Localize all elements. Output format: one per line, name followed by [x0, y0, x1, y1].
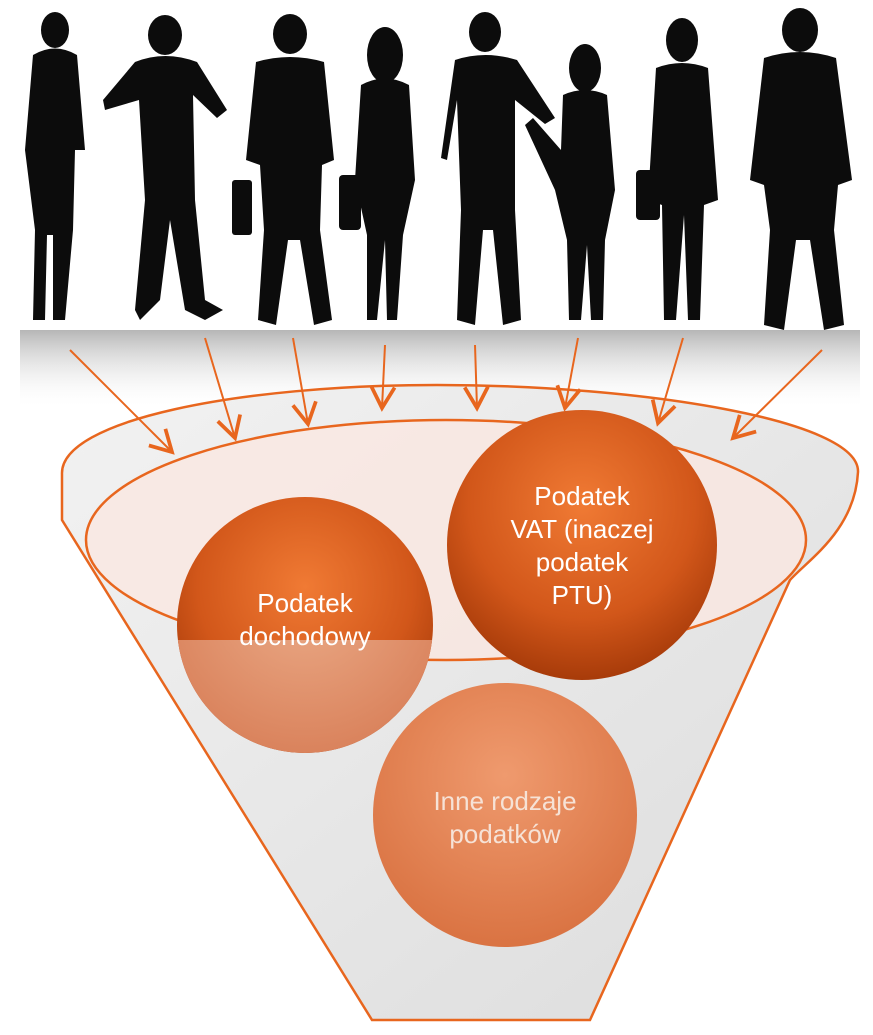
arrow-down-icon	[69, 349, 175, 455]
arrow-down-icon	[730, 349, 823, 441]
vat-line2: VAT (inaczej	[510, 514, 653, 544]
arrow-down-icon	[291, 337, 318, 428]
bubble-other-taxes: Inne rodzaje podatków	[373, 683, 637, 947]
vat-line1: Podatek	[534, 481, 630, 511]
arrow-down-icon	[204, 337, 242, 442]
arrow-down-icon	[650, 337, 684, 427]
arrow-down-icon	[369, 344, 397, 412]
other-line1: Inne rodzaje	[433, 786, 576, 816]
income-tax-line2: dochodowy	[239, 621, 371, 651]
arrow-down-icon	[463, 344, 490, 412]
arrows	[69, 337, 823, 455]
vat-line3: podatek	[536, 547, 630, 577]
other-line2: podatków	[449, 819, 561, 849]
vat-line4: PTU)	[552, 580, 613, 610]
arrow-down-icon	[555, 337, 582, 412]
people-silhouette-icon	[20, 8, 860, 410]
bubble-income-tax: Podatek dochodowy	[177, 497, 433, 753]
income-tax-line1: Podatek	[257, 588, 353, 618]
bubble-vat: Podatek VAT (inaczej podatek PTU)	[447, 410, 717, 680]
